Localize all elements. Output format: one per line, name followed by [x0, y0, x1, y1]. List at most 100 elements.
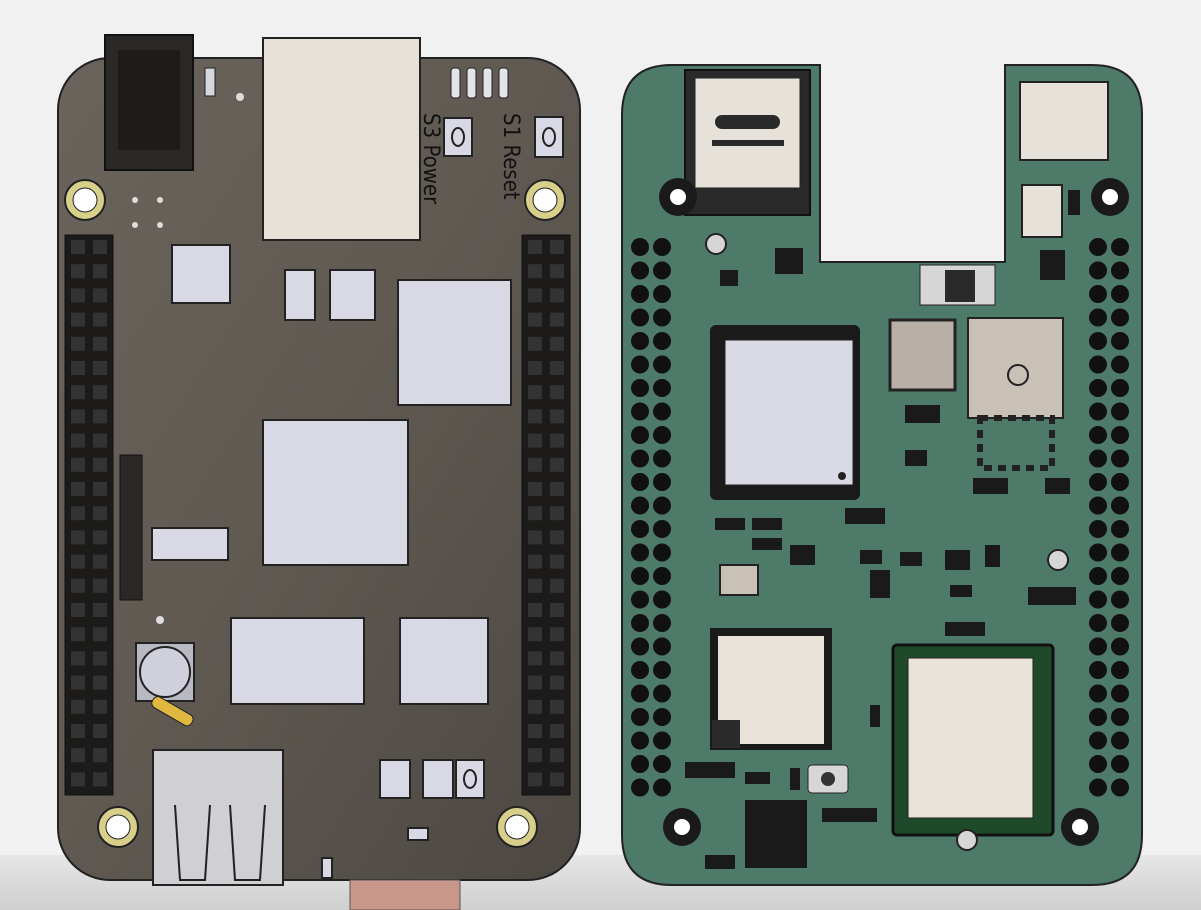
wifi-module: [891, 643, 1055, 837]
header-pad: [631, 755, 649, 773]
header-pin: [528, 748, 542, 763]
header-pad: [631, 520, 649, 538]
header-pin: [93, 336, 107, 351]
header-pin: [71, 409, 85, 424]
header-pad: [653, 708, 671, 726]
header-pin: [71, 554, 85, 569]
header-pin: [528, 361, 542, 375]
left-chips: [151, 244, 512, 879]
header-pin: [528, 312, 542, 327]
header-pin: [550, 457, 564, 472]
header-pin: [528, 724, 542, 738]
chip: [397, 279, 512, 406]
header-pin: [550, 748, 564, 763]
header-pad: [1111, 661, 1129, 679]
header-pin: [71, 385, 85, 400]
chip: [321, 857, 333, 879]
header-pad: [653, 402, 671, 421]
header-pin: [93, 482, 107, 496]
chip: [399, 617, 489, 705]
boot-button: [455, 759, 485, 799]
header-pin: [550, 288, 564, 303]
header-pin: [528, 457, 542, 472]
header-pin: [71, 772, 85, 787]
header-pad: [1089, 379, 1107, 397]
header-pad: [653, 520, 671, 538]
header-pin: [550, 530, 564, 545]
header-pin: [71, 530, 85, 545]
chip: [407, 827, 429, 841]
header-pin: [93, 675, 107, 690]
header-pin: [71, 627, 85, 642]
header-pad: [653, 590, 671, 609]
lte-module: [710, 325, 860, 500]
header-pad: [631, 402, 649, 421]
header-pad: [653, 355, 671, 374]
header-pin: [528, 336, 542, 351]
crystal: [719, 564, 759, 596]
header-pin: [550, 724, 564, 738]
header-pad: [1111, 731, 1129, 750]
memory-chip: [230, 617, 365, 705]
header-pin: [71, 433, 85, 448]
header-pad: [1111, 449, 1129, 468]
header-pin: [550, 772, 564, 787]
header-pin: [528, 627, 542, 642]
header-pad: [653, 332, 671, 350]
header-pin: [71, 699, 85, 714]
mounting-holes: [64, 179, 566, 848]
idc-header: [745, 800, 807, 868]
header-pad: [653, 614, 671, 632]
header-pad: [631, 708, 649, 726]
header-pad: [631, 590, 649, 609]
header-pin: [93, 554, 107, 569]
serial-header: [119, 454, 143, 601]
header-pin: [93, 361, 107, 375]
header-pad: [1111, 379, 1129, 397]
header-pin: [550, 482, 564, 496]
buzzer: [135, 642, 195, 702]
header-pin: [528, 409, 542, 424]
header-pin: [528, 433, 542, 448]
header-pad: [1089, 402, 1107, 421]
header-pad: [631, 332, 649, 350]
gps-module: [710, 628, 832, 750]
header-pad: [631, 661, 649, 679]
header-pin: [71, 675, 85, 690]
header-pin: [550, 312, 564, 327]
header-pin: [93, 772, 107, 787]
header-pad: [1089, 355, 1107, 374]
header-pad: [1111, 426, 1129, 444]
chip: [422, 759, 454, 799]
header-pin: [550, 240, 564, 254]
header-pin: [93, 409, 107, 424]
header-pin: [93, 288, 107, 303]
chip: [284, 269, 316, 321]
header-pad: [653, 379, 671, 397]
header-pin: [550, 578, 564, 593]
header-pad: [1089, 449, 1107, 468]
antenna-connectors: [705, 233, 1069, 851]
header-pin: [550, 627, 564, 642]
header-pad: [631, 731, 649, 750]
header-pad: [631, 778, 649, 797]
header-pin: [528, 651, 542, 666]
header-pin: [550, 603, 564, 617]
header-pad: [653, 731, 671, 750]
ethernet-jack: [262, 37, 421, 241]
s1-reset-label: S1 Reset: [498, 113, 523, 200]
header-pin: [93, 530, 107, 545]
header-pad: [1089, 426, 1107, 444]
header-pad: [1089, 543, 1107, 562]
header-pad: [1089, 684, 1107, 703]
header-pin: [93, 312, 107, 327]
header-pad: [631, 308, 649, 327]
header-pin: [93, 724, 107, 738]
header-pad: [1111, 238, 1129, 256]
header-pad: [1089, 520, 1107, 538]
expansion-headers: [64, 234, 571, 796]
header-pin: [550, 651, 564, 666]
header-pad: [653, 449, 671, 468]
header-pad: [631, 426, 649, 444]
